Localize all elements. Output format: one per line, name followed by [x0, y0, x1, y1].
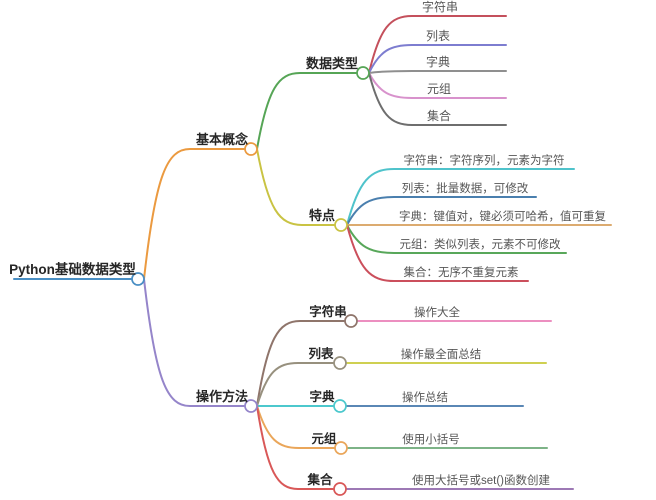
label-dt-list[interactable]: 列表	[426, 29, 450, 43]
label-dt-tuple[interactable]: 元组	[427, 82, 451, 96]
label-feat-list[interactable]: 列表：批量数据，可修改	[402, 181, 529, 195]
edge-op-set	[256, 405, 334, 490]
label-op-tuple-note[interactable]: 使用小括号	[402, 432, 460, 446]
edge-op-list	[256, 362, 334, 407]
label-op-dict[interactable]: 字典	[309, 389, 335, 404]
edge-feat-set	[346, 224, 529, 282]
label-op-set-note[interactable]: 使用大括号或set()函数创建	[412, 473, 550, 487]
edge-data-types	[256, 72, 357, 150]
label-op-set[interactable]: 集合	[306, 472, 333, 487]
edge-dt-dict	[368, 70, 507, 74]
edge-op-string	[256, 320, 345, 407]
toggle-op-tuple[interactable]	[334, 441, 348, 455]
label-operations[interactable]: 操作方法	[196, 389, 248, 404]
toggle-operations[interactable]	[244, 399, 258, 413]
toggle-op-list[interactable]	[333, 356, 347, 370]
label-op-list[interactable]: 列表	[308, 346, 334, 361]
label-basic-concepts[interactable]: 基本概念	[195, 132, 248, 147]
edge-basic-concepts	[143, 148, 245, 280]
label-dt-set[interactable]: 集合	[427, 108, 451, 123]
label-feat-dict[interactable]: 字典：键值对，键必须可哈希，值可重复	[399, 209, 606, 223]
toggle-op-dict[interactable]	[333, 399, 347, 413]
toggle-data-types[interactable]	[356, 66, 370, 80]
edge-dt-string	[368, 15, 507, 74]
toggle-op-set[interactable]	[333, 482, 347, 496]
label-features[interactable]: 特点	[309, 208, 335, 223]
label-op-list-note[interactable]: 操作最全面总结	[401, 347, 482, 361]
label-data-types[interactable]: 数据类型	[306, 56, 358, 71]
toggle-basic-concepts[interactable]	[244, 142, 258, 156]
label-op-string-note[interactable]: 操作大全	[414, 305, 460, 319]
label-feat-set[interactable]: 集合：无序不重复元素	[404, 265, 519, 279]
edge-feat-list	[346, 196, 537, 226]
edge-features	[256, 148, 335, 226]
label-root[interactable]: Python基础数据类型	[9, 261, 136, 277]
edge-dt-set	[368, 72, 507, 126]
toggle-features[interactable]	[334, 218, 348, 232]
label-dt-string[interactable]: 字符串	[422, 0, 458, 14]
label-op-dict-note[interactable]: 操作总结	[402, 390, 448, 404]
edge-feat-tuple	[346, 224, 567, 254]
edge-feat-string	[346, 168, 575, 226]
label-dt-dict[interactable]: 字典	[426, 54, 450, 69]
edge-dt-list	[368, 44, 507, 74]
edge-op-tuple	[256, 405, 335, 449]
label-op-tuple[interactable]: 元组	[311, 431, 337, 446]
label-op-string[interactable]: 字符串	[309, 304, 347, 319]
edge-dt-tuple	[368, 72, 507, 99]
label-feat-string[interactable]: 字符串：字符序列，元素为字符	[404, 153, 565, 167]
edge-operations	[143, 278, 245, 407]
toggle-op-string[interactable]	[344, 314, 358, 328]
label-feat-tuple[interactable]: 元组：类似列表，元素不可修改	[400, 237, 561, 251]
toggle-root[interactable]	[131, 272, 145, 286]
